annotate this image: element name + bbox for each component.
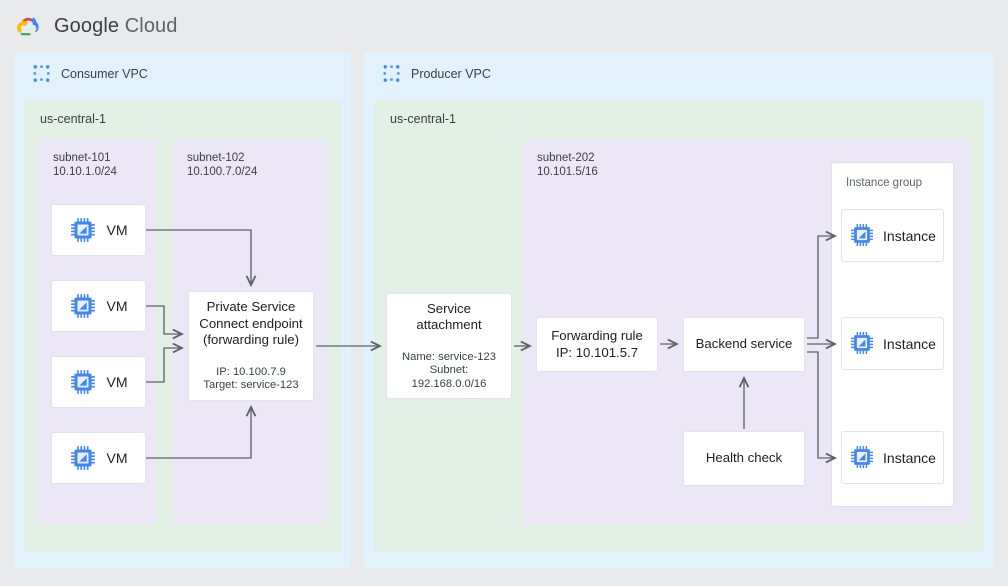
vpc-icon bbox=[382, 64, 401, 83]
cpu-chip-icon bbox=[849, 331, 875, 357]
health-check-card[interactable]: Health check bbox=[683, 431, 805, 486]
subnet-202-label: subnet-202 10.101.5/16 bbox=[537, 152, 598, 178]
brand-cloud-text: Cloud bbox=[119, 14, 178, 37]
instance-group-label: Instance group bbox=[846, 177, 923, 189]
cpu-chip-icon bbox=[70, 217, 96, 243]
brand-google-text: Google bbox=[54, 14, 120, 37]
consumer-vpc-title: Consumer VPC bbox=[61, 66, 148, 81]
service-attachment-title: Service attachment bbox=[416, 300, 482, 333]
google-cloud-logo-icon bbox=[14, 11, 45, 42]
psc-endpoint-title: Private Service Connect endpoint (forwar… bbox=[199, 299, 303, 348]
producer-vpc-header: Producer VPC bbox=[382, 64, 491, 83]
service-attachment-card[interactable]: Service attachment Name: service-123 Sub… bbox=[386, 293, 512, 399]
backend-service-card[interactable]: Backend service bbox=[683, 317, 805, 372]
psc-endpoint-card[interactable]: Private Service Connect endpoint (forwar… bbox=[188, 291, 314, 401]
brand-wordmark: Google Cloud bbox=[54, 15, 178, 38]
google-cloud-brand: Google Cloud bbox=[14, 11, 178, 41]
vm-card-4[interactable]: VM bbox=[51, 432, 146, 484]
cpu-chip-icon bbox=[70, 445, 96, 471]
cpu-chip-icon bbox=[849, 445, 875, 471]
vm-card-1[interactable]: VM bbox=[51, 204, 146, 256]
instance-card-3[interactable]: Instance bbox=[841, 431, 944, 484]
backend-service-title: Backend service bbox=[695, 336, 793, 352]
health-check-title: Health check bbox=[705, 450, 783, 466]
instance-card-1[interactable]: Instance bbox=[841, 209, 944, 262]
cpu-chip-icon bbox=[70, 293, 96, 319]
vm-card-3[interactable]: VM bbox=[51, 356, 146, 408]
psc-endpoint-meta: IP: 10.100.7.9 Target: service-123 bbox=[203, 365, 299, 392]
vpc-icon bbox=[32, 64, 51, 83]
vm-label: VM bbox=[106, 298, 128, 314]
vm-label: VM bbox=[106, 450, 128, 466]
forwarding-rule-card[interactable]: Forwarding rule IP: 10.101.5.7 bbox=[536, 317, 658, 372]
cpu-chip-icon bbox=[70, 369, 96, 395]
vm-label: VM bbox=[106, 222, 128, 238]
consumer-region-label: us-central-1 bbox=[40, 112, 106, 126]
forwarding-rule-title: Forwarding rule IP: 10.101.5.7 bbox=[551, 328, 643, 360]
producer-region-label: us-central-1 bbox=[390, 112, 456, 126]
instance-label: Instance bbox=[883, 449, 936, 466]
service-attachment-meta: Name: service-123 Subnet: 192.168.0.0/16 bbox=[402, 350, 496, 390]
vm-label: VM bbox=[106, 374, 128, 390]
instance-card-2[interactable]: Instance bbox=[841, 317, 944, 370]
cpu-chip-icon bbox=[849, 223, 875, 249]
subnet-101-label: subnet-101 10.10.1.0/24 bbox=[53, 152, 117, 178]
vm-card-2[interactable]: VM bbox=[51, 280, 146, 332]
consumer-vpc-header: Consumer VPC bbox=[32, 64, 148, 83]
subnet-102-label: subnet-102 10.100.7.0/24 bbox=[187, 152, 258, 178]
instance-label: Instance bbox=[883, 335, 936, 352]
instance-label: Instance bbox=[883, 227, 936, 244]
producer-vpc-title: Producer VPC bbox=[411, 66, 491, 81]
